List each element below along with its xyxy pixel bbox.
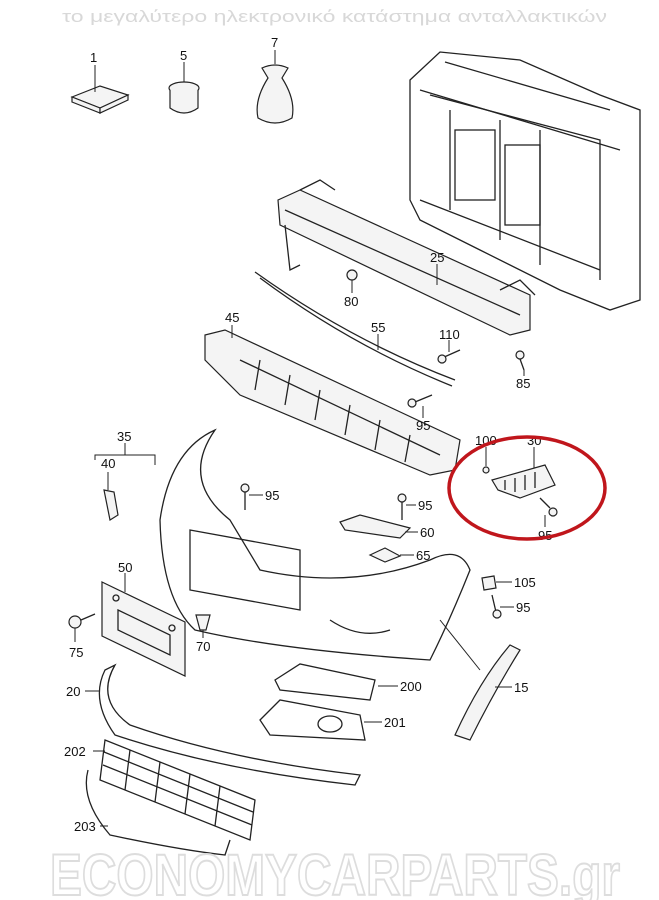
watermark: το μεγαλύτερο ηλεκτρονικό κατάστημα αντα… <box>49 7 621 900</box>
part-label-15: 15 <box>514 680 528 695</box>
part-label-35: 35 <box>117 429 131 444</box>
part-label-45: 45 <box>225 310 239 325</box>
part-5-cap[interactable] <box>168 62 200 114</box>
part-200-cover[interactable]: 200 <box>274 663 422 701</box>
watermark-tagline: το μεγαλύτερο ηλεκτρονικό κατάστημα αντα… <box>62 7 607 26</box>
part-105-clip[interactable]: 105 <box>481 575 536 591</box>
part-label-80: 80 <box>344 294 358 309</box>
part-label-5: 5 <box>180 48 187 63</box>
part-95-screw-b[interactable]: 95 <box>240 483 279 510</box>
part-label-75: 75 <box>69 645 83 660</box>
part-110-bolt[interactable]: 110 <box>437 327 461 364</box>
part-1-pad[interactable] <box>70 65 130 114</box>
part-label-203: 203 <box>74 819 96 834</box>
radiator-support-frame[interactable] <box>409 51 641 311</box>
part-7-bag[interactable] <box>256 50 294 124</box>
part-label-7: 7 <box>271 35 278 50</box>
part-75-clip[interactable]: 75 <box>68 613 96 660</box>
part-label-55: 55 <box>371 320 385 335</box>
part-65-pad[interactable]: 65 <box>368 547 430 563</box>
part-label-201: 201 <box>384 715 406 730</box>
part-25-bumper-beam[interactable]: 25 <box>277 179 536 336</box>
part-95-screw-a[interactable]: 95 <box>407 394 433 433</box>
watermark-brand: ECONOMYCARPARTS.gr <box>50 843 620 900</box>
part-label-95a: 95 <box>416 418 430 433</box>
part-label-85: 85 <box>516 376 530 391</box>
part-203-strip[interactable]: 203 <box>74 769 231 856</box>
part-label-40: 40 <box>101 456 115 471</box>
highlight-circle <box>447 435 607 541</box>
part-label-50: 50 <box>118 560 132 575</box>
part-label-60: 60 <box>420 525 434 540</box>
part-label-110: 110 <box>439 327 460 342</box>
part-label-65: 65 <box>416 548 430 563</box>
part-55-strip[interactable]: 55 <box>254 271 456 387</box>
part-50-plate-bracket[interactable]: 50 <box>101 560 186 677</box>
part-label-105: 105 <box>514 575 536 590</box>
bumper-cover[interactable] <box>159 428 481 671</box>
part-70-clip[interactable]: 70 <box>195 614 211 654</box>
part-label-30: 30 <box>527 433 541 448</box>
part-202-grille[interactable]: 202 <box>64 739 256 841</box>
part-label-25: 25 <box>430 250 444 265</box>
part-35-40-trim[interactable]: 35 40 <box>94 429 156 521</box>
part-201-fog-grille[interactable]: 201 <box>259 699 406 741</box>
part-85-bolt[interactable]: 85 <box>515 350 530 391</box>
part-label-1: 1 <box>90 50 97 65</box>
part-95-screw-e[interactable]: 95 <box>491 594 530 619</box>
part-label-95b: 95 <box>265 488 279 503</box>
part-label-200: 200 <box>400 679 422 694</box>
part-label-95e: 95 <box>516 600 530 615</box>
part-label-70: 70 <box>196 639 210 654</box>
part-15-trim-strip[interactable]: 15 <box>454 644 528 741</box>
part-60-bracket[interactable]: 60 <box>339 514 434 540</box>
part-30-bracket-highlighted[interactable]: 100 30 95 <box>447 433 607 543</box>
part-label-202: 202 <box>64 744 86 759</box>
part-label-20: 20 <box>66 684 80 699</box>
part-95-screw-c[interactable]: 95 <box>397 493 432 520</box>
part-20-spoiler[interactable]: 20 <box>66 663 361 786</box>
part-label-95c: 95 <box>418 498 432 513</box>
part-45-absorber[interactable]: 45 <box>204 310 461 476</box>
part-80-nut[interactable]: 80 <box>344 269 358 309</box>
